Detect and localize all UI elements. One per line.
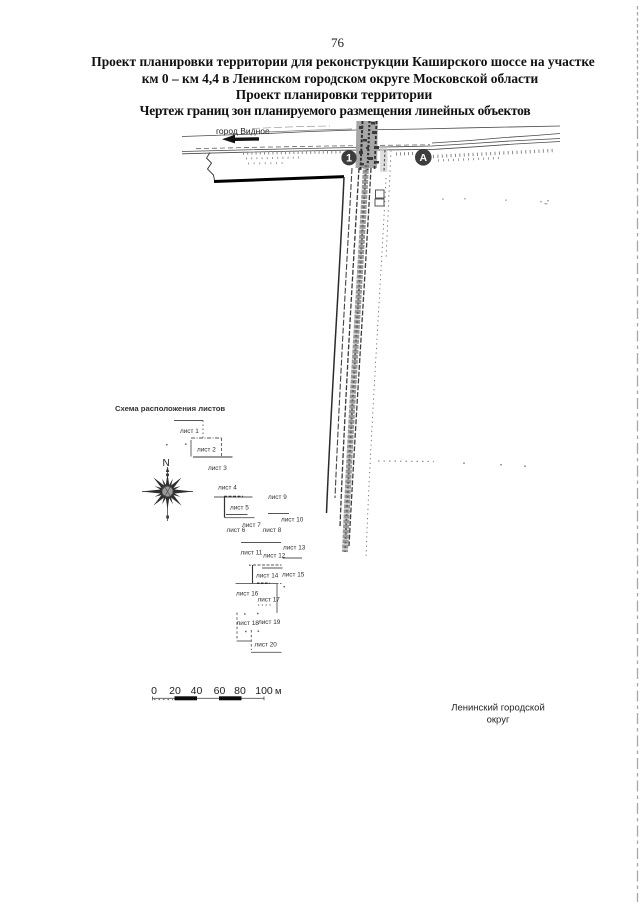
svg-text:100: 100	[255, 685, 273, 697]
svg-text:лист 13: лист 13	[283, 545, 306, 552]
svg-text:округ: округ	[487, 715, 510, 726]
svg-text:лист 9: лист 9	[268, 494, 287, 501]
svg-text:м: м	[275, 686, 282, 697]
svg-text:лист 12: лист 12	[263, 553, 286, 560]
svg-text:лист 11: лист 11	[241, 550, 263, 557]
svg-text:N: N	[163, 458, 170, 469]
svg-text:лист 5: лист 5	[230, 505, 249, 512]
svg-text:60: 60	[214, 685, 226, 697]
svg-text:лист 6: лист 6	[227, 527, 246, 534]
svg-text:лист 16: лист 16	[236, 591, 259, 598]
svg-text:лист 15: лист 15	[282, 572, 305, 579]
svg-text:город Видное: город Видное	[216, 126, 270, 136]
svg-text:лист 10: лист 10	[281, 517, 304, 524]
svg-text:лист 17: лист 17	[258, 597, 281, 604]
svg-text:80: 80	[234, 685, 246, 697]
svg-text:лист 2: лист 2	[197, 447, 216, 454]
svg-text:Схема расположения листов: Схема расположения листов	[115, 404, 225, 413]
svg-text:лист 3: лист 3	[208, 465, 227, 472]
svg-text:20: 20	[169, 685, 181, 697]
svg-text:лист 14: лист 14	[256, 573, 279, 580]
svg-text:лист 4: лист 4	[218, 485, 237, 492]
svg-text:А: А	[420, 152, 428, 164]
svg-text:лист 18: лист 18	[237, 620, 260, 627]
svg-text:лист 20: лист 20	[255, 642, 278, 649]
svg-text:лист 8: лист 8	[263, 527, 282, 534]
svg-text:лист 19: лист 19	[258, 619, 281, 626]
svg-text:0: 0	[151, 685, 157, 697]
svg-text:40: 40	[191, 685, 203, 697]
svg-text:1: 1	[346, 153, 352, 165]
svg-text:лист 7: лист 7	[242, 522, 261, 529]
svg-text:лист 1: лист 1	[180, 428, 199, 435]
svg-text:Ленинский городской: Ленинский городской	[451, 703, 545, 714]
